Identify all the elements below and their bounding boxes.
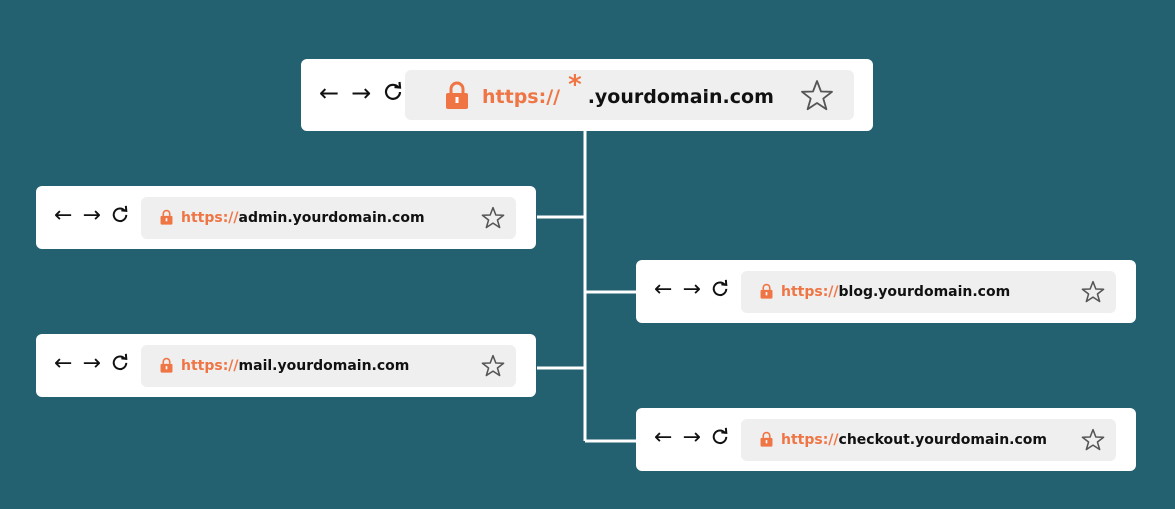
url-field[interactable]: https:// *.yourdomain.com — [405, 70, 854, 120]
url-scheme: https:// — [781, 432, 839, 448]
nav-controls: ← → — [319, 81, 403, 105]
forward-arrow-icon[interactable]: → — [82, 203, 101, 228]
url-text: https://mail.yourdomain.com — [181, 357, 409, 375]
url-text: https://admin.yourdomain.com — [181, 209, 425, 227]
url-text: https://blog.yourdomain.com — [781, 283, 1010, 301]
star-icon[interactable] — [1081, 428, 1105, 455]
forward-arrow-icon[interactable]: → — [682, 277, 701, 302]
nav-controls: ← → — [654, 279, 729, 301]
url-host: blog.yourdomain.com — [838, 284, 1011, 300]
reload-icon[interactable] — [711, 279, 729, 301]
forward-arrow-icon[interactable]: → — [351, 79, 372, 107]
browser-bar-wildcard: ← → https:// *.yourdomain.com — [301, 59, 873, 131]
url-domain: .yourdomain.com — [587, 86, 774, 108]
browser-bar-blog: ← → https://blog.yourdomain.com — [636, 260, 1136, 323]
url-text: https://checkout.yourdomain.com — [781, 431, 1047, 449]
back-arrow-icon[interactable]: ← — [654, 277, 673, 302]
url-scheme: https:// — [181, 210, 239, 226]
star-icon[interactable] — [481, 354, 505, 381]
url-field[interactable]: https://checkout.yourdomain.com — [741, 419, 1116, 461]
url-field[interactable]: https://blog.yourdomain.com — [741, 271, 1116, 313]
nav-controls: ← → — [654, 427, 729, 449]
wildcard-asterisk: * — [568, 70, 582, 100]
lock-icon — [160, 209, 173, 229]
url-text: https:// *.yourdomain.com — [482, 72, 774, 109]
star-icon[interactable] — [800, 79, 834, 115]
lock-icon — [445, 81, 469, 113]
nav-controls: ← → — [54, 353, 129, 375]
back-arrow-icon[interactable]: ← — [654, 425, 673, 450]
browser-bar-checkout: ← → https://checkout.yourdomain.com — [636, 408, 1136, 471]
url-field[interactable]: https://mail.yourdomain.com — [141, 345, 516, 387]
star-icon[interactable] — [481, 206, 505, 233]
lock-icon — [760, 283, 773, 303]
url-host: mail.yourdomain.com — [238, 358, 410, 374]
lock-icon — [160, 357, 173, 377]
nav-controls: ← → — [54, 205, 129, 227]
url-scheme: https:// — [781, 284, 839, 300]
forward-arrow-icon[interactable]: → — [682, 425, 701, 450]
back-arrow-icon[interactable]: ← — [54, 351, 73, 376]
lock-icon — [760, 431, 773, 451]
back-arrow-icon[interactable]: ← — [319, 79, 340, 107]
reload-icon[interactable] — [711, 427, 729, 449]
back-arrow-icon[interactable]: ← — [54, 203, 73, 228]
reload-icon[interactable] — [111, 205, 129, 227]
url-host: checkout.yourdomain.com — [838, 432, 1047, 448]
url-scheme: https:// — [482, 86, 561, 108]
reload-icon[interactable] — [111, 353, 129, 375]
url-field[interactable]: https://admin.yourdomain.com — [141, 197, 516, 239]
url-scheme: https:// — [181, 358, 239, 374]
browser-bar-mail: ← → https://mail.yourdomain.com — [36, 334, 536, 397]
url-host: admin.yourdomain.com — [238, 210, 425, 226]
browser-bar-admin: ← → https://admin.yourdomain.com — [36, 186, 536, 249]
reload-icon[interactable] — [383, 81, 403, 105]
star-icon[interactable] — [1081, 280, 1105, 307]
forward-arrow-icon[interactable]: → — [82, 351, 101, 376]
